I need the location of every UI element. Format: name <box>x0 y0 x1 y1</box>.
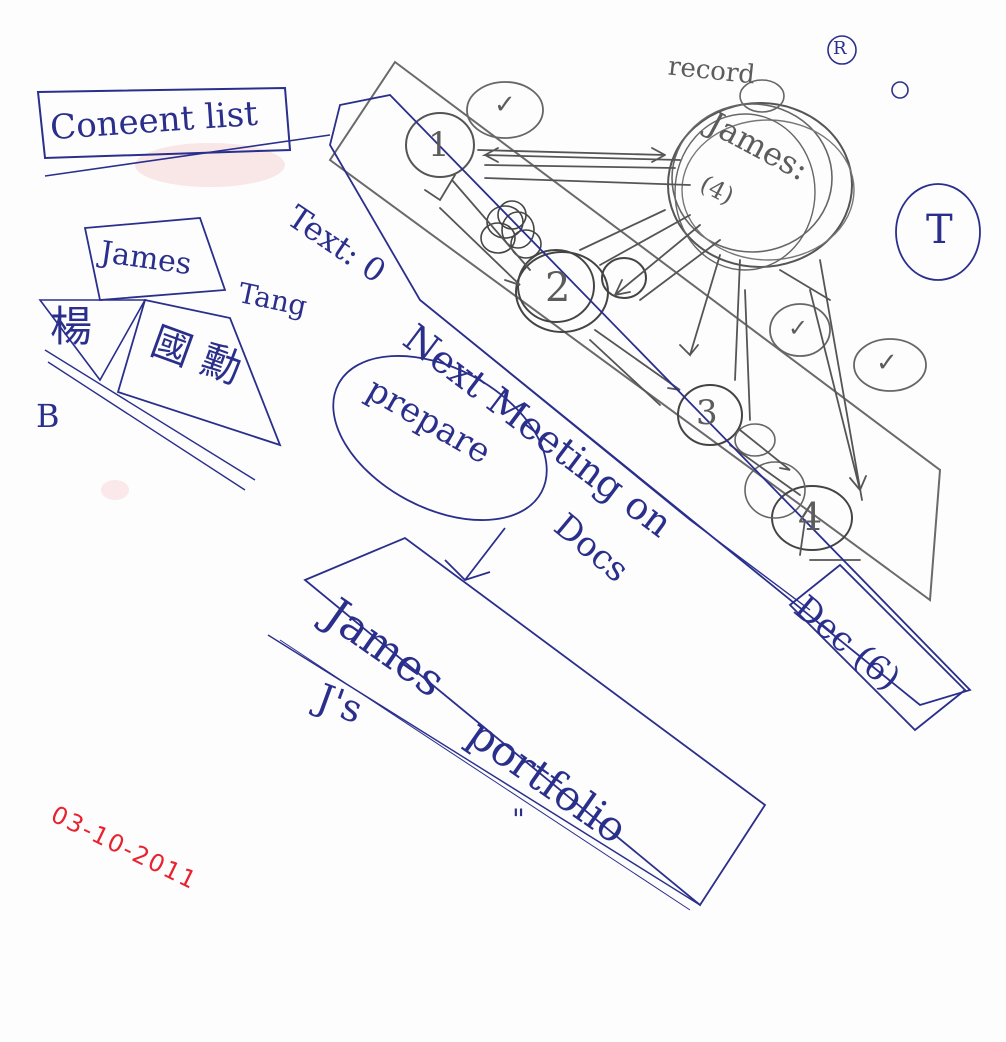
portfolio-underline <box>279 639 691 911</box>
node-4-label: 4 <box>798 495 823 539</box>
check-mark: ✓ <box>494 90 516 120</box>
node-3-circle <box>677 384 743 446</box>
node-2-circles <box>515 249 647 333</box>
check-mark: ✓ <box>876 348 898 378</box>
red-smudge <box>101 480 129 500</box>
name-card-top <box>83 217 227 301</box>
name-card-underlines <box>44 349 256 491</box>
dec-box-outline <box>788 563 967 732</box>
portfolio-underline <box>267 634 701 906</box>
circled-t-icon <box>895 183 981 281</box>
node-3-small-circle <box>734 423 776 457</box>
check-mark: ✓ <box>788 314 809 342</box>
red-smudge <box>135 143 285 187</box>
node-3-label: 3 <box>696 393 718 433</box>
node-4-outer-circle <box>744 461 806 519</box>
down-arrow <box>444 527 506 582</box>
circled-r-icon <box>827 35 857 65</box>
name-card-left-cell <box>38 299 147 382</box>
flow-pen-inner-line <box>419 299 811 611</box>
portfolio-box-outline <box>303 536 767 907</box>
title-underline <box>44 134 331 177</box>
circled-t-label: T <box>926 207 953 253</box>
name-card-cjk-surname: 楊 <box>50 302 93 351</box>
margin-mark: B <box>36 397 60 435</box>
name-card-right-cell <box>116 298 282 447</box>
small-circle-icon <box>891 81 909 99</box>
title-box-outline <box>36 86 292 160</box>
check-circle <box>466 81 544 139</box>
flow-outer-frame <box>328 60 942 602</box>
check-circle <box>853 338 927 392</box>
node-1-circle <box>405 112 475 178</box>
circled-r-label: R <box>833 38 847 59</box>
node-1-label: 1 <box>428 125 450 165</box>
prepare-oval <box>332 355 548 521</box>
flow-pen-outline <box>329 94 972 706</box>
node-2-label: 2 <box>545 265 571 311</box>
flow-arrows <box>424 147 867 561</box>
portfolio-mark: " <box>512 803 525 836</box>
check-circle <box>769 303 831 357</box>
james-node-circles <box>667 79 855 271</box>
scribble-cluster <box>480 200 542 259</box>
